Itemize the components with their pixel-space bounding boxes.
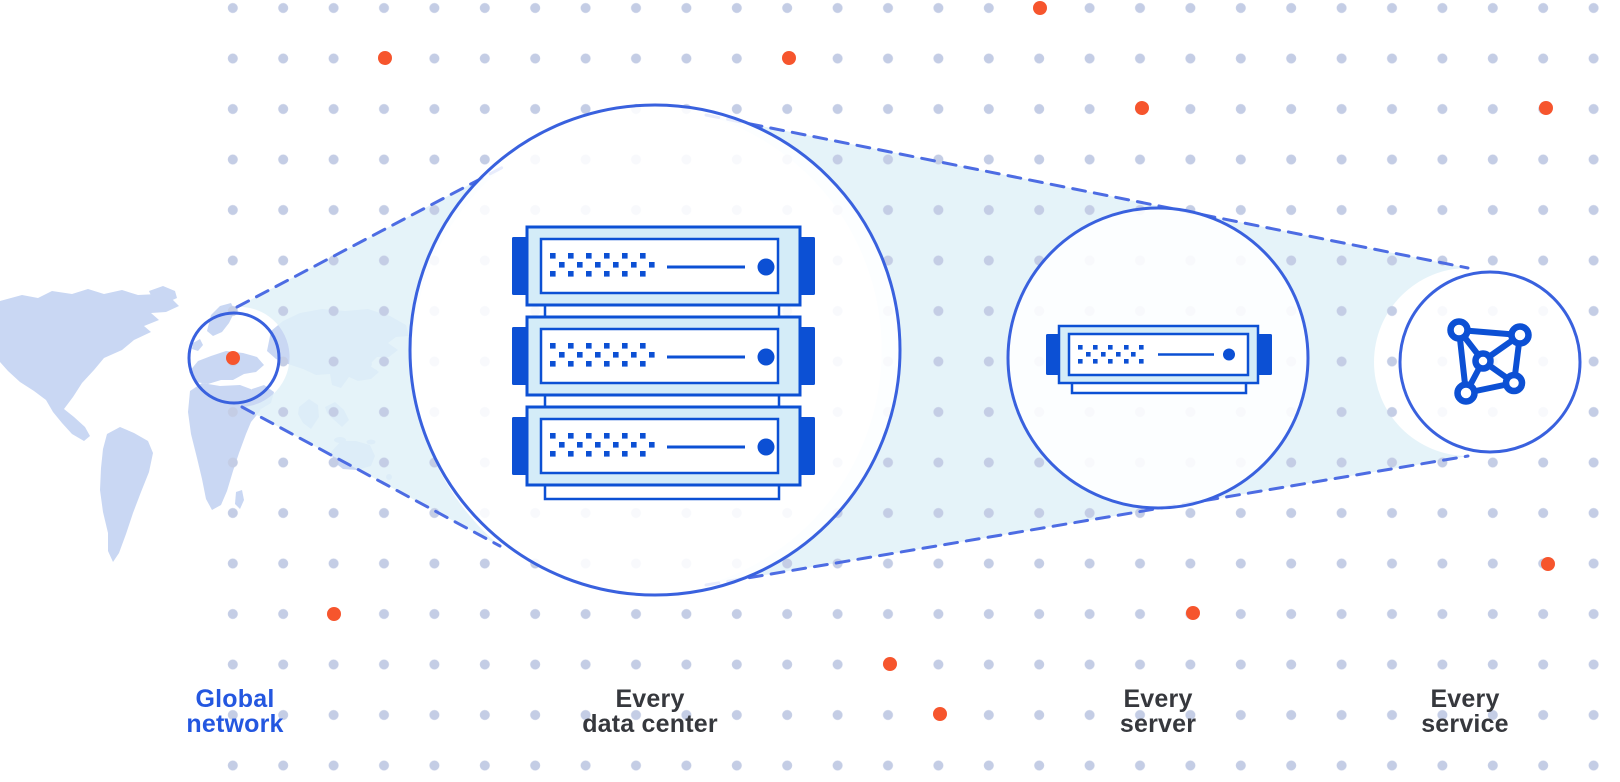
network-nodes [1447, 318, 1532, 405]
orange-accent-dots [226, 1, 1555, 721]
label-every-service: Every service [1335, 687, 1595, 737]
orange-dot [1539, 101, 1553, 115]
server-unit-icon [510, 405, 817, 487]
continent-south-america [100, 427, 153, 562]
label-line: Every [1430, 685, 1500, 713]
orange-dot [782, 51, 796, 65]
server-led [1223, 348, 1235, 361]
network-graph-icon [1447, 318, 1532, 405]
single-server-icon [1046, 324, 1272, 395]
label-every-server: Every server [1028, 687, 1288, 737]
orange-dot [327, 607, 341, 621]
dashed-guideline-top-left [235, 164, 507, 309]
orange-dot [1541, 557, 1555, 571]
server-left-tab [1046, 334, 1060, 375]
orange-dot [1033, 1, 1047, 15]
label-line: data center [582, 710, 718, 738]
orange-dot [1135, 101, 1149, 115]
dashed-guideline-bottom-left [240, 405, 502, 548]
label-line: Every [1123, 685, 1193, 713]
label-line: Global [195, 685, 275, 713]
label-line: server [1119, 710, 1197, 738]
label-line: Every [615, 685, 685, 713]
orange-dot [1186, 606, 1200, 620]
server-unit-icon [510, 315, 817, 397]
server-vent-dots [1078, 345, 1144, 364]
server-right-tab [1258, 334, 1272, 375]
orange-dot [933, 707, 947, 721]
dashed-guideline-bottom-right [704, 454, 1470, 587]
label-line: network [186, 710, 284, 738]
zoom-circle-global-network [187, 311, 281, 405]
orange-dot [883, 657, 897, 671]
orange-dot [226, 351, 240, 365]
label-global-network: Global network [105, 687, 365, 737]
server-rack-stack [510, 225, 817, 501]
region-uk [192, 339, 203, 351]
dashed-guideline-top-right [704, 113, 1470, 270]
server-unit-icon [510, 225, 817, 307]
orange-dot [378, 51, 392, 65]
continent-greenland [149, 286, 177, 303]
continent-north-america [0, 289, 179, 441]
rack-base [543, 483, 781, 501]
label-line: service [1421, 710, 1509, 738]
label-every-data-center: Every data center [520, 687, 780, 737]
